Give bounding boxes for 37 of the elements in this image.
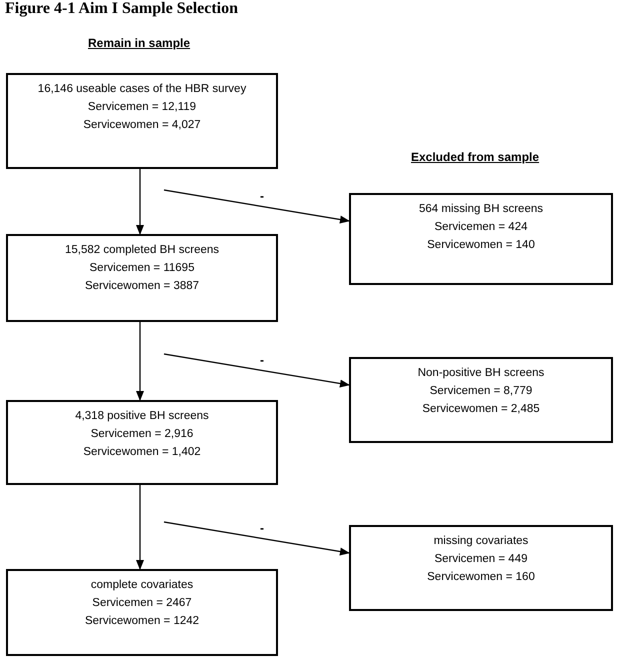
process-box bbox=[349, 525, 613, 611]
process-box bbox=[6, 400, 278, 485]
box-text: Servicewomen = 1,402 bbox=[83, 445, 201, 460]
box-text: Servicewomen = 160 bbox=[427, 570, 535, 585]
box-text: Servicemen = 12,119 bbox=[88, 100, 196, 115]
box-text: Servicewomen = 1242 bbox=[84, 614, 200, 629]
process-box bbox=[6, 73, 278, 169]
box-text: Servicemen = 424 bbox=[434, 220, 528, 235]
process-box bbox=[6, 569, 278, 656]
box-text: Servicewomen = 3887 bbox=[84, 279, 200, 294]
box-text: complete covariates bbox=[90, 578, 194, 593]
box-text: Servicemen = 2467 bbox=[92, 596, 192, 611]
arrow bbox=[164, 353, 350, 388]
box-text: Servicewomen = 2,485 bbox=[422, 402, 540, 417]
arrow bbox=[164, 189, 350, 224]
box-text: missing covariates bbox=[434, 534, 528, 549]
box-text: Servicemen = 2,916 bbox=[90, 427, 194, 442]
box-text: Servicemen = 11695 bbox=[90, 261, 194, 276]
process-box bbox=[6, 234, 278, 322]
box-text: 4,318 positive BH screens bbox=[75, 409, 209, 424]
arrow bbox=[136, 169, 144, 235]
box-text: Servicewomen = 4,027 bbox=[83, 118, 201, 133]
box-text: Servicewomen = 140 bbox=[427, 238, 535, 253]
column-heading: Excluded from sample bbox=[411, 150, 540, 164]
process-box bbox=[349, 193, 613, 285]
box-text: 16,146 useable cases of the HBR survey bbox=[38, 82, 246, 97]
process-box bbox=[349, 357, 613, 443]
arrow bbox=[136, 485, 144, 570]
column-heading: Remain in sample bbox=[88, 36, 190, 50]
box-text: Servicemen = 449 bbox=[434, 552, 528, 567]
arrow bbox=[164, 521, 350, 556]
box-text: Non-positive BH screens bbox=[418, 366, 544, 381]
figure-title: Figure 4-1 Aim I Sample Selection bbox=[5, 0, 238, 18]
box-text: 15,582 completed BH screens bbox=[64, 243, 220, 258]
box-text: 564 missing BH screens bbox=[419, 202, 543, 217]
box-text: Servicemen = 8,779 bbox=[430, 384, 532, 399]
arrow bbox=[136, 322, 144, 401]
